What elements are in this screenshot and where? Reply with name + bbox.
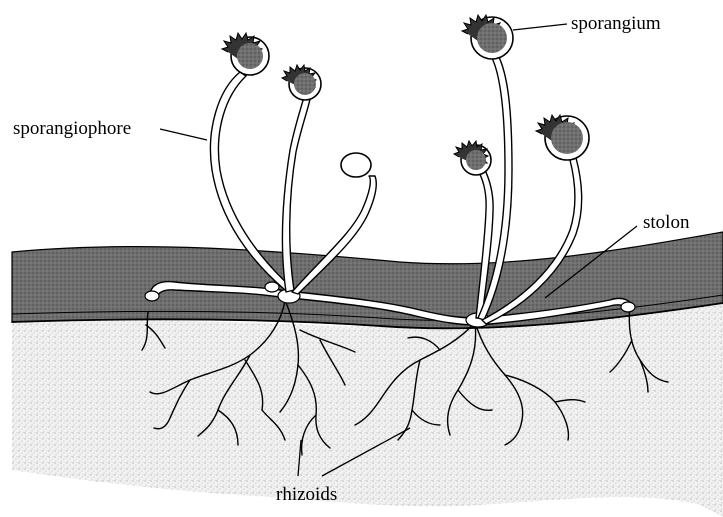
substrate-body bbox=[12, 300, 723, 517]
label-sporangium: sporangium bbox=[571, 13, 661, 34]
sporangia-group bbox=[222, 15, 589, 177]
immature-sporangium bbox=[341, 153, 371, 177]
label-sporangiophore: sporangiophore bbox=[13, 118, 131, 139]
sporangiophore-leader bbox=[160, 129, 207, 140]
sporangium-leader bbox=[513, 24, 567, 30]
label-stolon: stolon bbox=[643, 212, 690, 233]
label-rhizoids: rhizoids bbox=[276, 484, 337, 505]
substrate-surface bbox=[12, 232, 723, 328]
